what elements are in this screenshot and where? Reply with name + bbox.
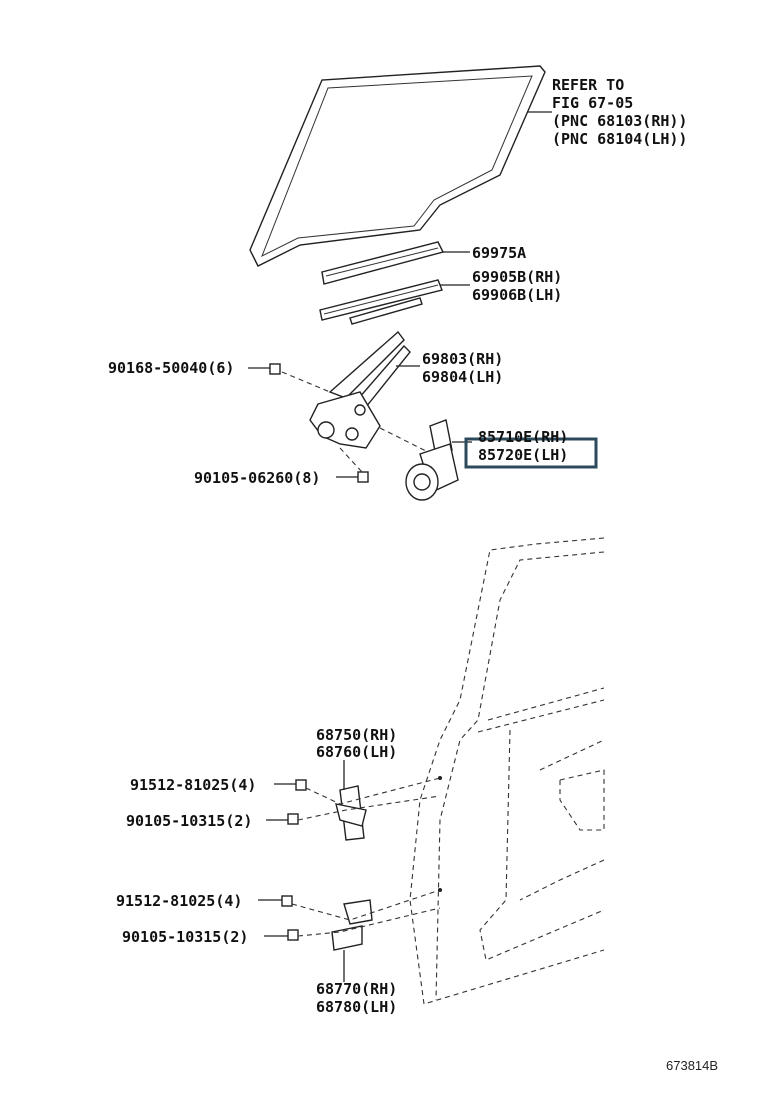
label-bolt-reg: 90105-06260(8) <box>194 469 320 487</box>
label-glass-ref-1: REFER TO <box>552 76 624 94</box>
run-channel[interactable] <box>319 279 443 325</box>
label-bolt-top: 90168-50040(6) <box>108 359 234 377</box>
label-weatherstrip: 69975A <box>472 244 526 262</box>
label-motor-rh: 85710E(RH) <box>478 428 568 446</box>
label-regulator-rh: 69803(RH) <box>422 350 503 368</box>
window-regulator[interactable] <box>309 330 411 449</box>
motor-highlight-box <box>464 437 598 469</box>
label-regulator-lh: 69804(LH) <box>422 368 503 386</box>
label-channel-rh: 69905B(RH) <box>472 268 562 286</box>
door-body <box>409 537 605 1005</box>
upper-hinge[interactable] <box>335 785 367 841</box>
figure-id: 673814B <box>666 1058 718 1073</box>
bolt-91512-upper-icon <box>295 779 307 791</box>
label-glass-ref-3: (PNC 68103(RH)) <box>552 112 687 130</box>
label-upper-hinge-rh: 68750(RH) <box>316 726 397 744</box>
weatherstrip-69975a[interactable] <box>321 241 445 285</box>
bolt-91512-lower-icon <box>281 895 293 907</box>
label-upper-hinge-lh: 68760(LH) <box>316 743 397 761</box>
bolt-90168-icon <box>269 363 281 375</box>
bolt-90105-lower-icon <box>287 929 299 941</box>
label-channel-lh: 69906B(LH) <box>472 286 562 304</box>
bolt-90105-upper-icon <box>287 813 299 825</box>
label-lower-hinge-lh: 68780(LH) <box>316 998 397 1016</box>
label-glass-ref-4: (PNC 68104(LH)) <box>552 130 687 148</box>
label-motor-lh: 85720E(LH) <box>478 446 568 464</box>
lower-hinge[interactable] <box>331 899 373 951</box>
bolt-90105-06260-icon <box>357 471 369 483</box>
label-lower-hinge-rh: 68770(RH) <box>316 980 397 998</box>
label-glass-ref-2: FIG 67-05 <box>552 94 633 112</box>
regulator-motor[interactable] <box>405 419 459 501</box>
label-upper-bolt-a: 91512-81025(4) <box>130 776 256 794</box>
label-lower-bolt-a: 91512-81025(4) <box>116 892 242 910</box>
door-glass[interactable] <box>249 65 546 267</box>
label-lower-bolt-b: 90105-10315(2) <box>122 928 248 946</box>
label-upper-bolt-b: 90105-10315(2) <box>126 812 252 830</box>
